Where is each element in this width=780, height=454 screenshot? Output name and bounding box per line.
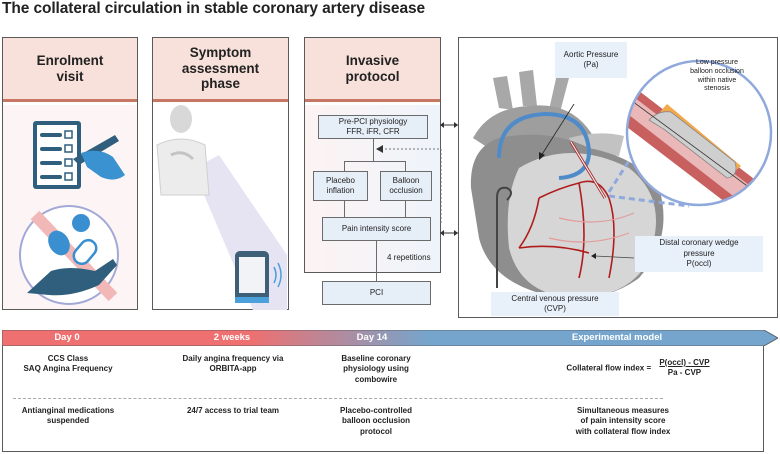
heart-diagram-panel: Aortic Pressure (Pa) Low pressure balloo… xyxy=(458,37,778,318)
two-weeks-access: 24/7 access to trial team xyxy=(186,406,280,415)
placebo-inflation-box: Placebo inflation xyxy=(313,171,368,201)
row-divider xyxy=(13,398,663,399)
timeline-details: CCS Class SAQ Angina Frequency Daily ang… xyxy=(2,346,764,452)
simultaneous-measures: Simultaneous measures of pain intensity … xyxy=(575,406,671,436)
stage-2-weeks: 2 weeks xyxy=(213,332,251,343)
pci-box: PCI xyxy=(322,281,431,305)
stage-day-14: Day 14 xyxy=(356,332,388,343)
two-weeks-assessments: Daily angina frequency via ORBITA-app xyxy=(182,354,284,374)
invasive-protocol-panel: Invasive protocol Pre-PCI physiology FFR… xyxy=(304,37,442,305)
day0-assessments: CCS Class SAQ Angina Frequency xyxy=(23,354,113,374)
central-venous-pressure-label: Central venous pressure (CVP) xyxy=(491,292,619,316)
timeline: Day 0 2 weeks Day 14 Experimental model … xyxy=(2,330,778,452)
checklist-icon xyxy=(33,121,125,189)
pain-intensity-score-box: Pain intensity score xyxy=(322,217,431,241)
symptom-heading: Symptom assessment phase xyxy=(153,38,288,102)
distal-wedge-pressure-label: Distal coronary wedge pressure P(occl) xyxy=(635,236,763,272)
repetitions-label: 4 repetitions xyxy=(387,253,431,262)
symptom-panel: Symptom assessment phase xyxy=(152,37,289,310)
connector-arrows xyxy=(440,122,458,236)
stage-experimental-model: Experimental model xyxy=(571,332,663,343)
aortic-pressure-label: Aortic Pressure (Pa) xyxy=(555,42,627,78)
collateral-flow-index-formula: Collateral flow index = P(occl) - CVP Pa… xyxy=(566,358,710,378)
enrolment-panel: Enrolment visit xyxy=(2,37,138,310)
enrolment-heading: Enrolment visit xyxy=(3,38,137,102)
invasive-heading: Invasive protocol xyxy=(305,38,440,102)
heart-illustration xyxy=(470,59,773,298)
day14-protocol: Placebo-controlled balloon occlusion pro… xyxy=(339,406,412,436)
stage-day-0: Day 0 xyxy=(54,332,80,343)
day14-assessments: Baseline coronary physiology using combo… xyxy=(341,354,411,384)
figure-title: The collateral circulation in stable cor… xyxy=(2,0,426,17)
balloon-occlusion-box: Balloon occlusion xyxy=(380,171,432,201)
balloon-occlusion-label: Low pressure balloon occlusion within na… xyxy=(690,59,744,93)
patient-chest-pain-icon xyxy=(156,105,287,310)
timeline-bar: Day 0 2 weeks Day 14 Experimental model xyxy=(2,330,778,346)
no-medication-icon xyxy=(19,205,119,305)
pre-pci-physiology-box: Pre-PCI physiology FFR, iFR, CFR xyxy=(318,115,428,139)
day0-medications: Antianginal medications suspended xyxy=(21,406,115,426)
repetition-loop-arrow xyxy=(376,145,442,225)
